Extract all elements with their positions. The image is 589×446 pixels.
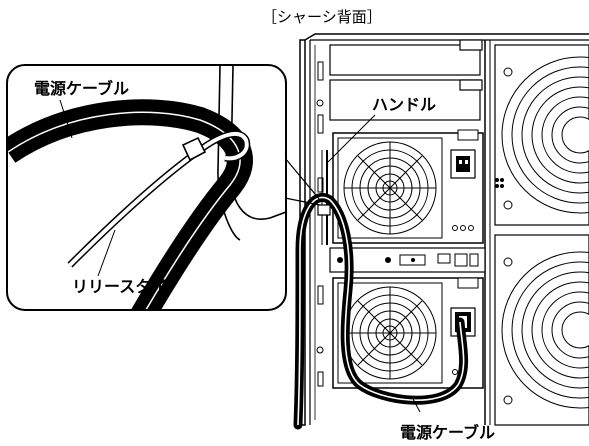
power-supply-upper — [332, 129, 484, 244]
label-power-cable-inset: 電源ケーブル — [34, 79, 129, 98]
label-handle: ハンドル — [372, 95, 436, 114]
fan-icon — [501, 251, 589, 409]
fan-icon — [343, 141, 437, 235]
inset-magnified-view: 電源ケーブル リリースタイ — [6, 64, 321, 311]
fan-icon — [343, 286, 437, 380]
label-release-tie: リリースタイ — [72, 277, 167, 296]
system-fan-upper — [494, 44, 589, 226]
figure-title: ［シャーシ背面］ — [262, 8, 382, 26]
label-power-cable-main: 電源ケーブル — [400, 423, 495, 442]
chassis — [299, 33, 589, 426]
power-cable-main — [293, 193, 469, 430]
fan-icon — [501, 56, 589, 214]
system-fan-lower — [494, 234, 589, 426]
